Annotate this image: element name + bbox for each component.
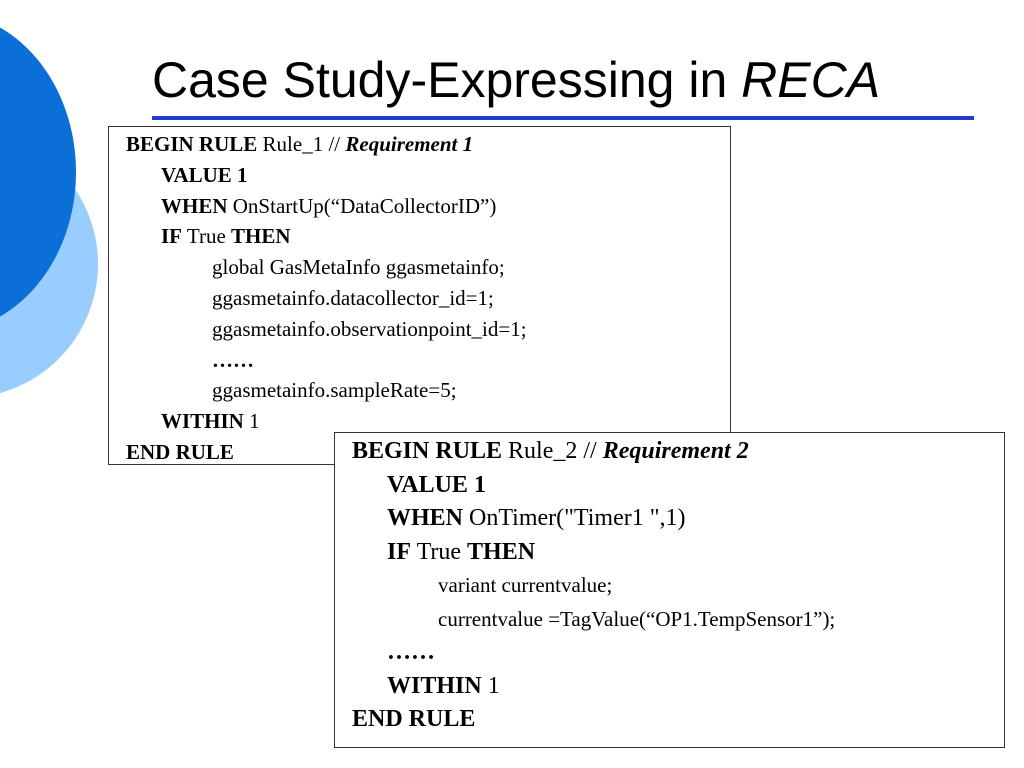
rule2-if-line: IF True THEN xyxy=(352,536,1004,570)
rule2-within-value: 1 xyxy=(481,672,500,699)
rule2-code-box: BEGIN RULE Rule_2 // Requirement 2 VALUE… xyxy=(334,432,1005,748)
rule1-last-statement: ggasmetainfo.sampleRate=5; xyxy=(212,378,457,403)
rule2-begin-keyword: BEGIN RULE xyxy=(352,438,503,464)
rule1-comment-slashes: // xyxy=(328,132,346,156)
rule1-when-keyword: WHEN xyxy=(161,193,228,218)
rule2-within-line: WITHIN 1 xyxy=(352,670,1004,704)
rule1-within-keyword: WITHIN xyxy=(161,409,244,434)
rule2-name: Rule_2 xyxy=(502,438,584,464)
rule1-when-line: WHEN OnStartUp(“DataCollectorID”) xyxy=(126,191,730,222)
rule2-value-line: VALUE 1 xyxy=(387,471,486,498)
rule2-when-keyword: WHEN xyxy=(387,505,464,531)
rule1-value-line: VALUE 1 xyxy=(161,162,248,187)
rule1-end-line: END RULE xyxy=(126,439,234,464)
rule1-name: Rule_1 xyxy=(257,132,329,156)
rule1-body-line: ggasmetainfo.datacollector_id=1; xyxy=(212,285,494,310)
title-main: Case Study-Expressing in xyxy=(152,52,742,108)
rule1-if-line: IF True THEN xyxy=(126,221,730,252)
rule2-comment: Requirement 2 xyxy=(602,438,749,464)
rule1-within-line: WITHIN 1 xyxy=(126,406,730,437)
rule1-ellipsis: …… xyxy=(212,347,254,372)
decorative-circles xyxy=(0,0,110,420)
rule2-begin-line: BEGIN RULE Rule_2 // Requirement 2 xyxy=(352,435,1004,469)
rule2-end-line: END RULE xyxy=(352,706,476,732)
rule2-comment-slashes: // xyxy=(583,438,603,464)
rule1-when-expression: OnStartUp(“DataCollectorID”) xyxy=(227,193,497,218)
rule1-begin-keyword: BEGIN RULE xyxy=(126,132,258,156)
rule1-if-keyword: IF xyxy=(161,224,182,249)
rule1-body-line: ggasmetainfo.observationpoint_id=1; xyxy=(212,316,527,341)
rule2-if-condition: True xyxy=(411,538,468,565)
rule2-then-keyword: THEN xyxy=(467,538,536,565)
title-emphasis: RECA xyxy=(741,52,881,108)
rule2-ellipsis: …… xyxy=(387,639,435,665)
rule1-within-value: 1 xyxy=(243,409,260,434)
rule1-comment: Requirement 1 xyxy=(345,132,474,156)
rule2-body-line: currentvalue =TagValue(“OP1.TempSensor1”… xyxy=(438,606,836,631)
rule2-body-line: variant currentvalue; xyxy=(438,573,613,597)
rule1-then-keyword: THEN xyxy=(231,224,291,249)
rule1-if-condition: True xyxy=(182,224,232,249)
title-underline xyxy=(152,116,974,120)
rule2-when-line: WHEN OnTimer("Timer1 ",1) xyxy=(352,502,1004,536)
slide-title: Case Study-Expressing in RECA xyxy=(152,48,880,112)
rule2-if-keyword: IF xyxy=(387,538,411,565)
rule1-code-box: BEGIN RULE Rule_1 // Requirement 1 VALUE… xyxy=(108,126,731,465)
rule1-begin-line: BEGIN RULE Rule_1 // Requirement 1 xyxy=(126,129,730,160)
rule1-body-line: global GasMetaInfo ggasmetainfo; xyxy=(212,255,505,280)
rule2-within-keyword: WITHIN xyxy=(387,672,482,699)
rule2-when-expression: OnTimer("Timer1 ",1) xyxy=(463,505,686,531)
